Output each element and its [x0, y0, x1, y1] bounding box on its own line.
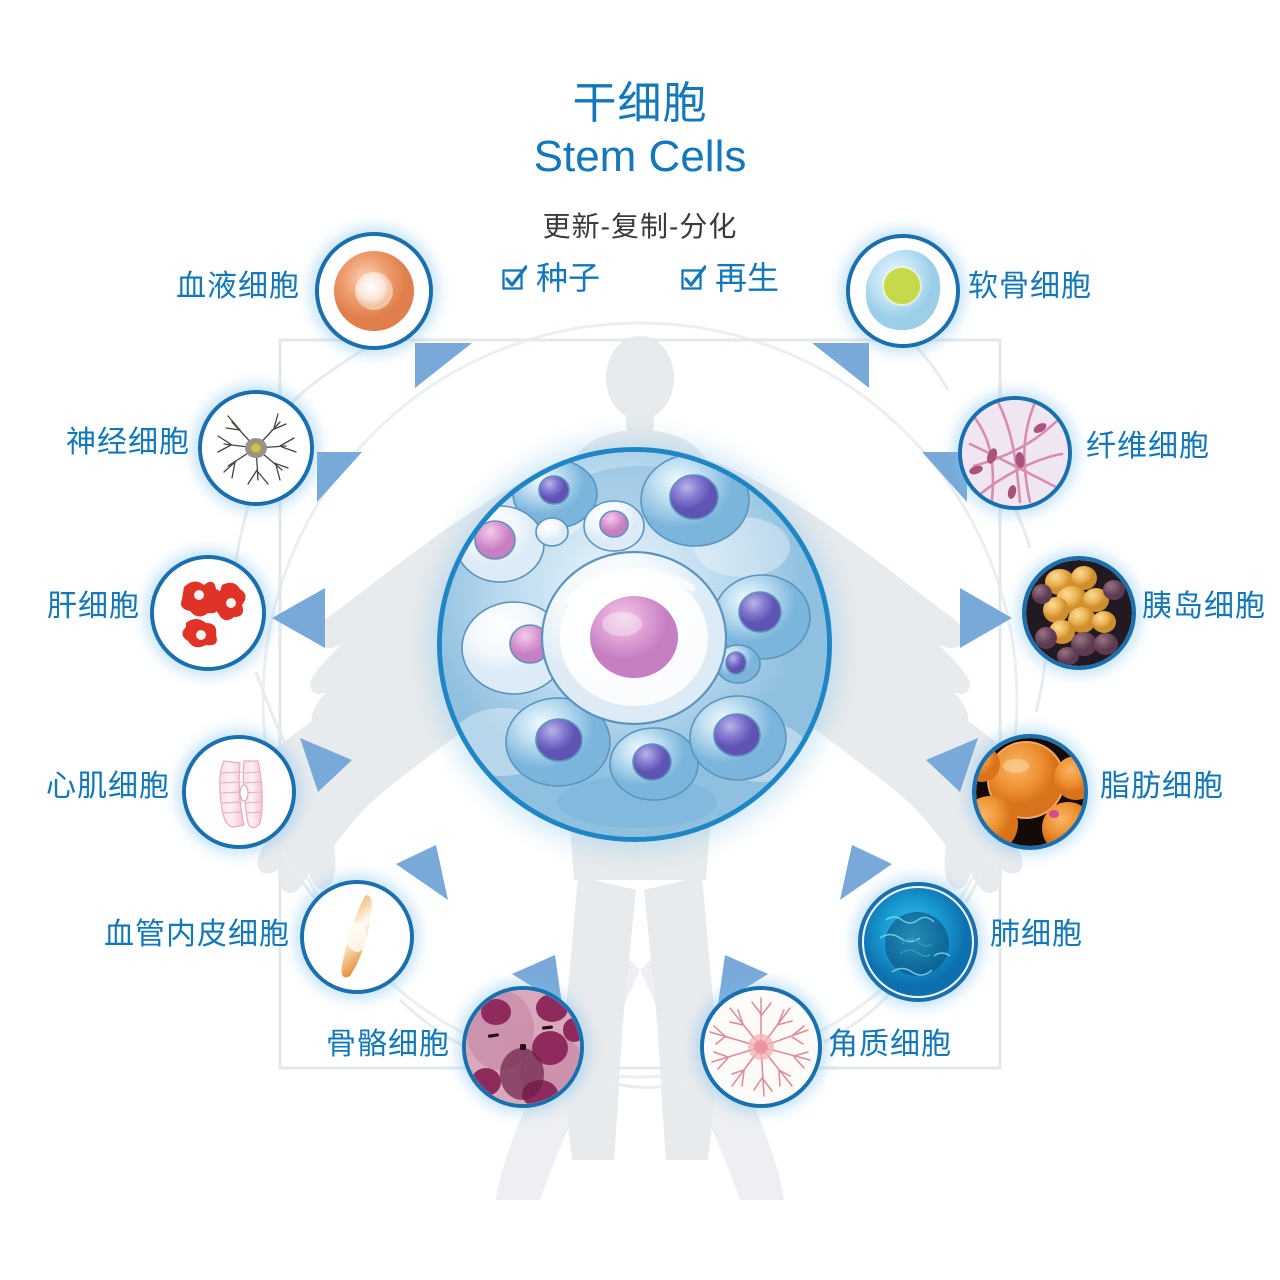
endothelial-icon: [304, 884, 410, 990]
node-keratin[interactable]: [700, 986, 822, 1108]
adipocyte-icon: [976, 738, 1084, 846]
arrow-to-cartilage: [812, 343, 869, 388]
node-blood-label: 血液细胞: [176, 270, 300, 303]
title-block: 干细胞 Stem Cells: [0, 78, 1280, 184]
arrow-to-adipose: [926, 738, 978, 792]
arrow-to-cardiac: [300, 738, 352, 792]
arrow-to-islet: [960, 588, 1012, 648]
node-cardiac-label: 心肌细胞: [46, 770, 170, 803]
node-lung[interactable]: [858, 882, 978, 1002]
node-nerve[interactable]: [198, 390, 314, 506]
badge-seed-label: 种子: [535, 260, 600, 296]
keratinocyte-icon: [704, 990, 818, 1104]
node-islet[interactable]: [1022, 556, 1136, 670]
badge-regeneration-label: 再生: [715, 260, 780, 296]
badge-row: 种子 再生: [0, 262, 1280, 294]
node-bone-label: 骨骼细胞: [326, 1028, 450, 1061]
pneumocyte-icon: [862, 886, 974, 998]
islet-icon: [1026, 560, 1132, 666]
neuron-icon: [202, 394, 310, 502]
node-liver-label: 肝细胞: [47, 590, 140, 623]
cardiomyocyte-icon: [186, 739, 292, 845]
title-chinese: 干细胞: [572, 79, 708, 128]
node-cardiac[interactable]: [182, 735, 296, 849]
osteocyte-icon: [466, 990, 580, 1104]
node-fibro-label: 纤维细胞: [1086, 430, 1210, 463]
node-cartilage-label: 软骨细胞: [968, 270, 1092, 303]
subtitle: 更新-复制-分化: [542, 211, 738, 242]
stem-cell-cluster-art: [442, 452, 827, 837]
node-bone[interactable]: [462, 986, 584, 1108]
checkbox-checked-icon: [680, 265, 706, 291]
fibroblast-icon: [962, 400, 1068, 506]
title-english: Stem Cells: [533, 132, 747, 181]
arrow-to-endothelial: [396, 845, 448, 900]
node-adipose-label: 脂肪细胞: [1100, 770, 1224, 803]
badge-seed[interactable]: 种子: [501, 262, 600, 294]
node-lung-label: 肺细胞: [990, 918, 1083, 951]
erythrocyte-icon: [319, 236, 429, 346]
node-nerve-label: 神经细胞: [66, 426, 190, 459]
badge-regeneration[interactable]: 再生: [680, 262, 779, 294]
node-islet-label: 胰岛细胞: [1142, 590, 1266, 623]
hepatocyte-icon: [154, 559, 262, 667]
stem-cell-cluster[interactable]: [437, 447, 832, 842]
node-cartilage[interactable]: [846, 234, 960, 348]
node-adipose[interactable]: [972, 734, 1088, 850]
node-fibro[interactable]: [958, 396, 1072, 510]
arrow-to-nerve: [317, 452, 362, 502]
node-endothelial[interactable]: [300, 880, 414, 994]
arrow-to-blood: [415, 343, 472, 388]
node-liver[interactable]: [150, 555, 266, 671]
node-keratin-label: 角质细胞: [828, 1028, 952, 1061]
node-endothelial-label: 血管内皮细胞: [104, 918, 290, 951]
chondrocyte-icon: [850, 238, 956, 344]
checkbox-checked-icon: [501, 265, 527, 291]
arrow-to-liver: [272, 588, 325, 648]
node-blood[interactable]: [315, 232, 433, 350]
